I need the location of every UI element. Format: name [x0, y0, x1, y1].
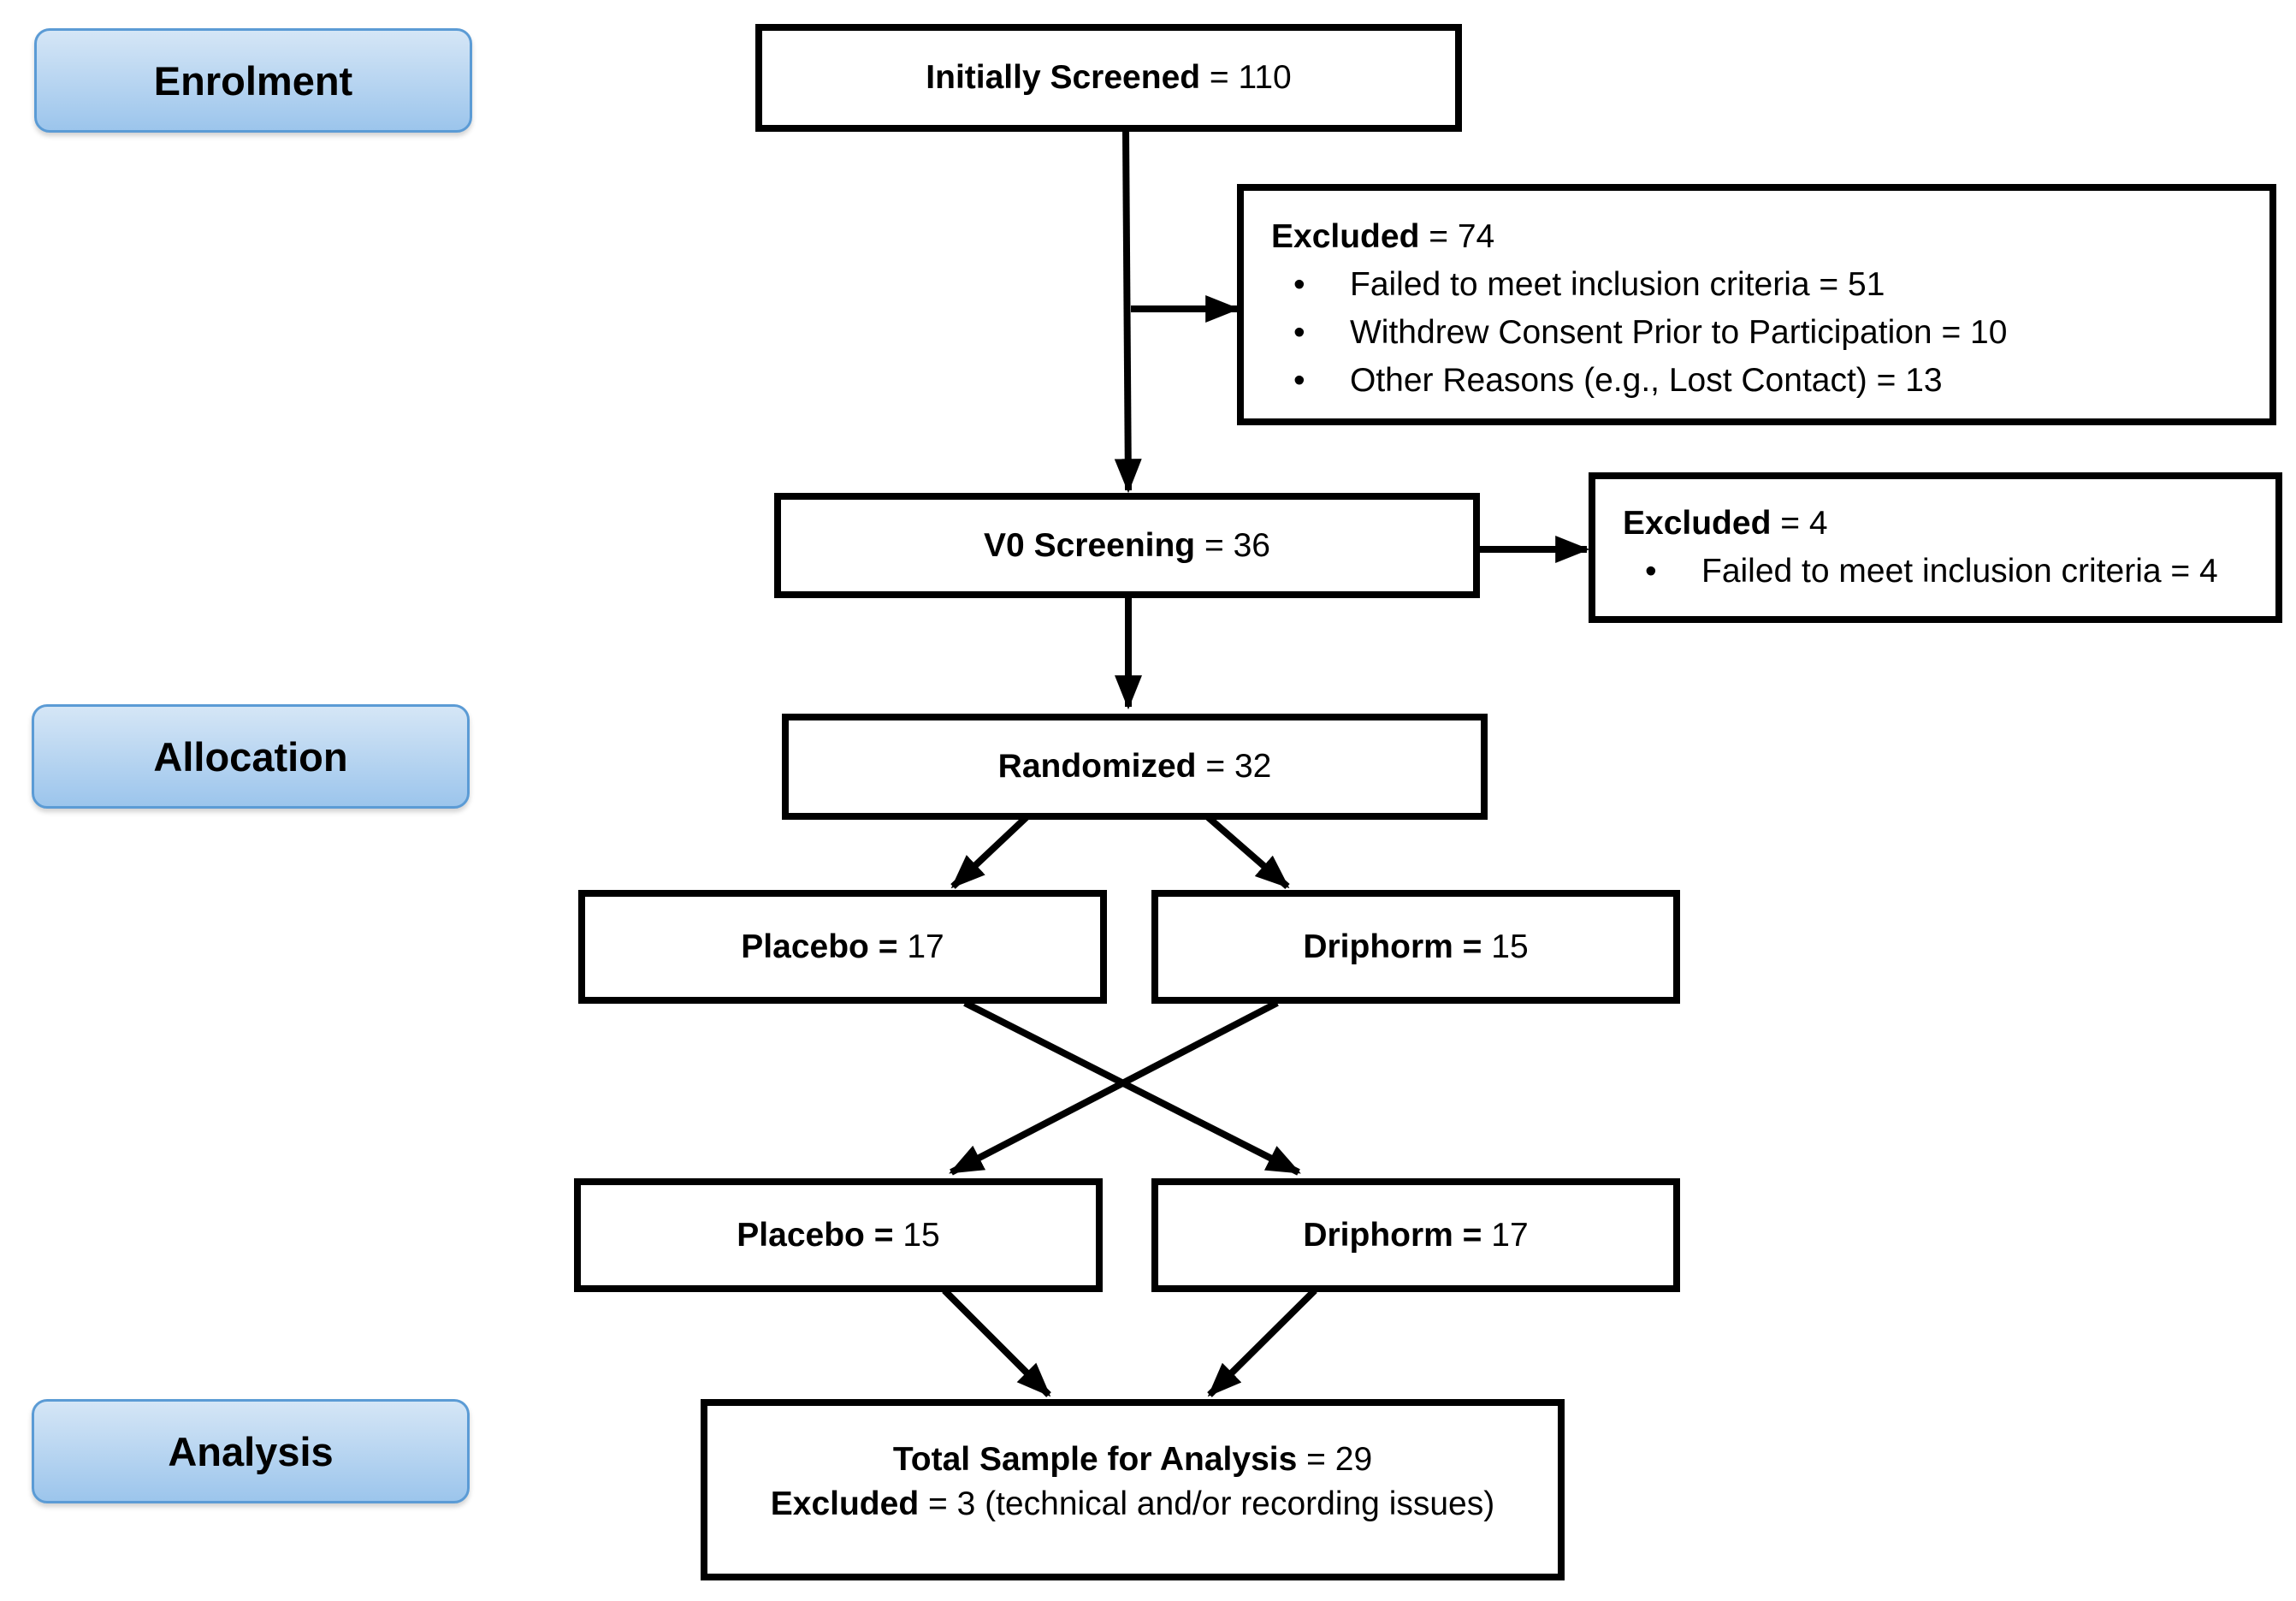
stage-enrolment: Enrolment — [34, 28, 472, 133]
excluded-74-item-1: Failed to meet inclusion criteria = 51 — [1271, 261, 2269, 309]
randomized-label: Randomized — [997, 748, 1197, 785]
analysis-total-value: = 29 — [1297, 1441, 1373, 1478]
excluded-4-item-1: Failed to meet inclusion criteria = 4 — [1623, 548, 2275, 596]
box-randomized: Randomized = 32 — [782, 714, 1488, 820]
excluded-74-value: = 74 — [1419, 218, 1495, 255]
driphorm-17-label: Driphorm = — [1303, 1216, 1492, 1254]
box-driphorm-17: Driphorm = 17 — [1151, 1178, 1680, 1292]
box-excluded-74: Excluded = 74 Failed to meet inclusion c… — [1237, 184, 2276, 425]
driphorm-17-value: 17 — [1491, 1216, 1529, 1254]
arrow-placebo-cross-driphorm — [963, 999, 1301, 1176]
v0-screening-value: = 36 — [1195, 526, 1270, 564]
analysis-total-label: Total Sample for Analysis — [892, 1441, 1298, 1478]
arrow-screened-to-v0 — [1114, 129, 1142, 494]
stage-allocation: Allocation — [32, 704, 470, 809]
arrow-driphorm-to-analysis — [1207, 1288, 1317, 1397]
box-placebo-17: Placebo = 17 — [578, 890, 1107, 1004]
box-driphorm-15: Driphorm = 15 — [1151, 890, 1680, 1004]
arrow-randomized-to-placebo — [950, 814, 1030, 889]
placebo-15-value: 15 — [902, 1216, 940, 1254]
initially-screened-value: = 110 — [1200, 59, 1292, 96]
excluded-4-value: = 4 — [1771, 505, 1828, 542]
box-placebo-15: Placebo = 15 — [574, 1178, 1103, 1292]
box-v0-screening: V0 Screening = 36 — [774, 493, 1480, 598]
arrow-driphorm-cross-placebo — [949, 999, 1279, 1176]
placebo-17-label: Placebo = — [741, 928, 908, 965]
stage-analysis: Analysis — [32, 1399, 470, 1503]
arrow-placebo-to-analysis — [942, 1288, 1051, 1397]
analysis-line-total: Total Sample for Analysis = 29 — [893, 1438, 1372, 1482]
box-total-sample: Total Sample for Analysis = 29 Excluded … — [701, 1399, 1565, 1580]
initially-screened-label: Initially Screened — [926, 59, 1201, 96]
randomized-value: = 32 — [1196, 748, 1272, 785]
excluded-74-label: Excluded — [1271, 218, 1420, 255]
v0-screening-label: V0 Screening — [984, 526, 1196, 564]
analysis-excluded-value: = 3 (technical and/or recording issues) — [919, 1485, 1495, 1522]
excluded-74-item-3: Other Reasons (e.g., Lost Contact) = 13 — [1271, 357, 2269, 405]
analysis-excluded-label: Excluded — [770, 1485, 920, 1522]
placebo-15-label: Placebo = — [737, 1216, 903, 1254]
placebo-17-value: 17 — [907, 928, 944, 965]
excluded-74-item-2: Withdrew Consent Prior to Participation … — [1271, 309, 2269, 357]
driphorm-15-label: Driphorm = — [1303, 928, 1492, 965]
driphorm-15-value: 15 — [1491, 928, 1529, 965]
box-excluded-4: Excluded = 4 Failed to meet inclusion cr… — [1589, 472, 2282, 623]
excluded-4-label: Excluded — [1623, 505, 1772, 542]
analysis-line-excluded: Excluded = 3 (technical and/or recording… — [771, 1482, 1494, 1527]
box-initially-screened: Initially Screened = 110 — [755, 24, 1462, 132]
arrow-randomized-to-driphorm — [1204, 813, 1290, 890]
